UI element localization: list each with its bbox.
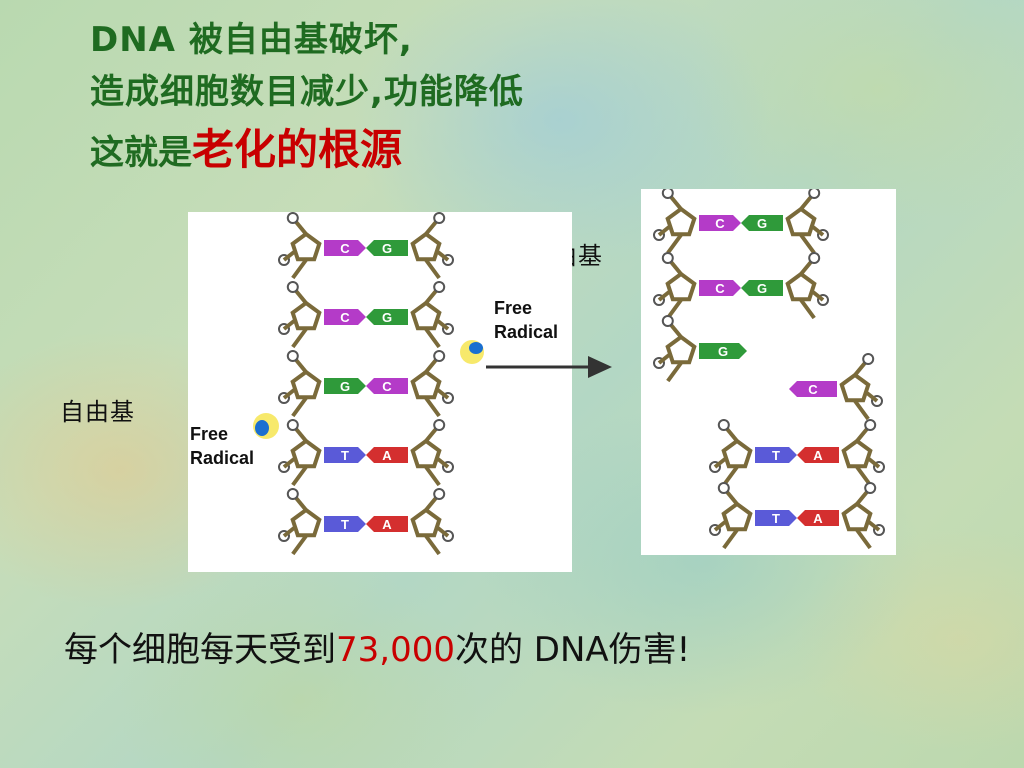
damaged-top-right-sugar <box>785 252 829 320</box>
intact-right-sugar <box>410 350 454 418</box>
headline-line-3: 这就是老化的根源 <box>90 116 402 177</box>
damaged-top-left-sugar <box>653 252 697 320</box>
damaged-bottom-base-A: A <box>797 510 839 526</box>
damage-count: 73,000 <box>336 630 455 670</box>
broken-right-sugar <box>839 353 883 421</box>
damaged-bottom-base-A: A <box>797 447 839 463</box>
headline-line-1: DNA 被自由基破坏, <box>90 20 413 60</box>
base-letter: G <box>718 344 728 359</box>
damaged-bottom-left-sugar <box>709 419 753 487</box>
intact-base-A: A <box>366 516 408 532</box>
broken-fragment-right: C <box>789 353 883 421</box>
intact-left-sugar <box>278 281 322 349</box>
base-letter: G <box>757 216 767 231</box>
damaged-top-base-C: C <box>699 215 741 231</box>
intact-base-C: C <box>324 309 366 325</box>
intact-left-sugar <box>278 419 322 487</box>
base-letter: C <box>340 241 350 256</box>
transformation-arrow <box>486 356 612 378</box>
base-letter: G <box>382 241 392 256</box>
intact-right-sugar <box>410 488 454 556</box>
base-letter: C <box>715 281 725 296</box>
base-letter: T <box>772 448 780 463</box>
headline-line-2: 造成细胞数目减少,功能降低 <box>90 72 524 112</box>
intact-base-G: G <box>324 378 366 394</box>
damaged-bottom-base-T: T <box>755 447 797 463</box>
intact-left-sugar <box>278 488 322 556</box>
damaged-top-base-C: C <box>699 280 741 296</box>
damaged-top-right-sugar <box>785 187 829 255</box>
base-letter: C <box>382 379 392 394</box>
radical-blob-right <box>460 340 484 364</box>
damaged-bottom-left-sugar <box>709 482 753 550</box>
base-letter: A <box>813 511 823 526</box>
broken-right-base: C <box>789 381 837 397</box>
intact-right-sugar <box>410 419 454 487</box>
bottom-caption: 每个细胞每天受到73,000次的 DNA伤害! <box>64 622 690 671</box>
free-radical-left-line1: Free <box>190 424 228 444</box>
broken-fragment-left: G <box>653 315 747 383</box>
base-letter: G <box>757 281 767 296</box>
intact-base-T: T <box>324 447 366 463</box>
broken-left-sugar <box>653 315 697 383</box>
free-radical-right: Free Radical <box>460 298 558 364</box>
base-letter: G <box>382 310 392 325</box>
radical-label-cn-left: 自由基 <box>60 398 135 426</box>
base-letter: T <box>341 448 349 463</box>
radical-blob-left <box>253 413 279 439</box>
base-letter: T <box>341 517 349 532</box>
intact-right-sugar <box>410 281 454 349</box>
free-radical-right-line2: Radical <box>494 322 558 342</box>
bottom-caption-suffix: 次的 DNA伤害! <box>454 630 691 670</box>
headline-line-3-prefix: 这就是 <box>90 133 192 173</box>
damaged-top-base-G: G <box>741 280 783 296</box>
headline-highlight: 老化的根源 <box>192 125 403 174</box>
damaged-top-left-sugar <box>653 187 697 255</box>
damaged-bottom-right-sugar <box>841 419 885 487</box>
intact-base-A: A <box>366 447 408 463</box>
base-letter: G <box>340 379 350 394</box>
damaged-bottom-right-sugar <box>841 482 885 550</box>
intact-base-T: T <box>324 516 366 532</box>
intact-base-C: C <box>366 378 408 394</box>
intact-left-sugar <box>278 350 322 418</box>
damaged-top-base-G: G <box>741 215 783 231</box>
intact-right-sugar <box>410 212 454 280</box>
intact-base-C: C <box>324 240 366 256</box>
base-letter: T <box>772 511 780 526</box>
free-radical-right-line1: Free <box>494 298 532 318</box>
base-letter: C <box>715 216 725 231</box>
bottom-caption-prefix: 每个细胞每天受到 <box>64 630 336 670</box>
base-letter: C <box>340 310 350 325</box>
free-radical-left-line2: Radical <box>190 448 254 468</box>
base-letter: A <box>382 517 392 532</box>
intact-base-G: G <box>366 309 408 325</box>
intact-left-sugar <box>278 212 322 280</box>
damaged-bottom-base-T: T <box>755 510 797 526</box>
intact-base-G: G <box>366 240 408 256</box>
base-letter: C <box>808 382 818 397</box>
base-letter: A <box>813 448 823 463</box>
base-letter: A <box>382 448 392 463</box>
broken-left-base: G <box>699 343 747 359</box>
